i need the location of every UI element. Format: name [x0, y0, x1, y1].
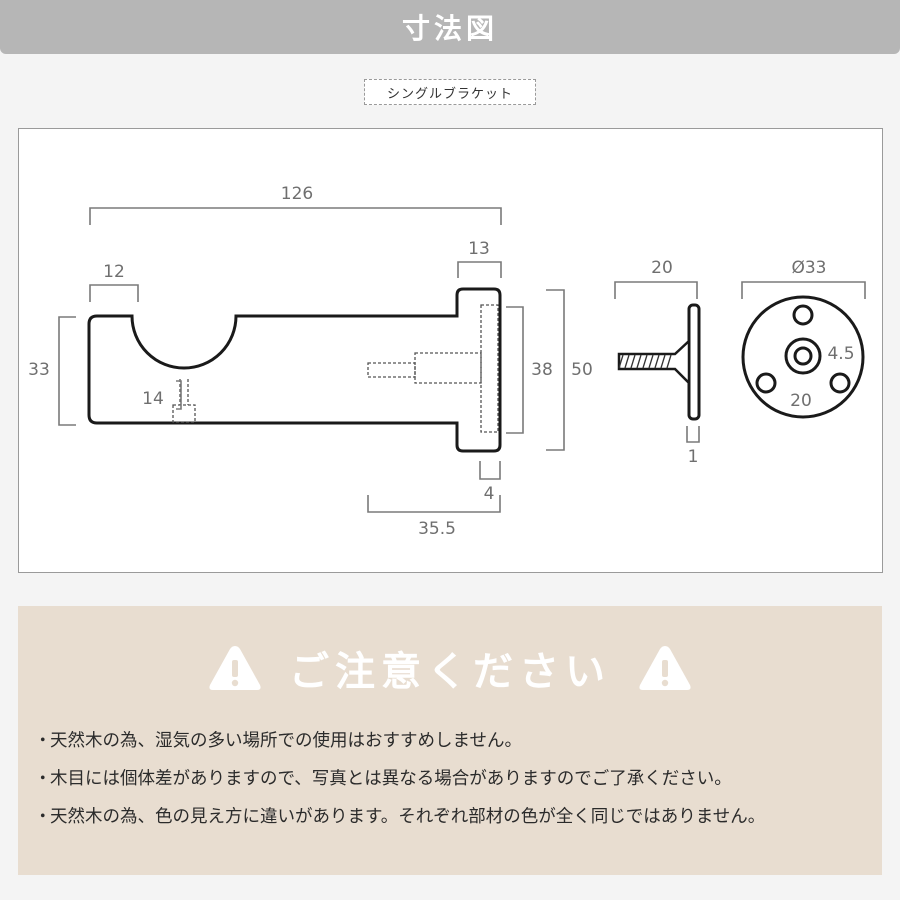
caution-note: ・木目には個体差がありますので、写真とは異なる場合がありますのでご了承ください。 [34, 766, 765, 804]
hidden-lines [172, 304, 499, 433]
side-screw-outline [617, 338, 691, 387]
dim-body-height: 33 [28, 360, 50, 380]
bracket-side-profile [617, 303, 701, 421]
dim-plate-diameter: Ø33 [791, 258, 826, 278]
center-boss-inner [793, 346, 813, 366]
bracket-outline [87, 287, 502, 453]
header-bar: 寸法図 [0, 0, 900, 54]
warning-triangle-icon [639, 646, 691, 690]
dim-line-side-depth [614, 281, 698, 299]
base-plate-front-view [741, 295, 865, 419]
dim-line-flange-inner [506, 306, 524, 434]
hidden-flange [480, 304, 499, 433]
caution-panel: ご注意ください ・天然木の為、湿気の多い場所での使用はおすすめしません。 ・木目… [18, 606, 882, 875]
bullet-icon: ・ [34, 769, 52, 789]
mount-hole-right [829, 372, 851, 394]
hidden-setscrew-head [172, 404, 196, 423]
dim-line-flange-thickness [457, 261, 502, 278]
dim-overall-length: 126 [281, 184, 313, 204]
dim-hole-diameter: 4.5 [827, 344, 854, 364]
page-title: 寸法図 [401, 12, 498, 45]
dim-line-plate-thickness [686, 426, 700, 443]
dim-screw-length: 35.5 [418, 519, 456, 539]
dim-side-depth: 20 [651, 258, 673, 278]
dim-cup-depth: 14 [142, 389, 164, 409]
dim-line-overall-length [89, 207, 502, 225]
hidden-screw [367, 362, 416, 378]
dim-flange-inner: 38 [531, 360, 553, 380]
product-label: シングルブラケット [364, 79, 536, 105]
dimension-diagram: 126 12 13 33 14 38 50 4 35.5 20 1 Ø33 4.… [28, 184, 866, 539]
mount-hole-top [792, 304, 814, 326]
bullet-icon: ・ [34, 731, 52, 751]
dim-cup-edge: 12 [103, 262, 125, 282]
bracket-side-view [87, 287, 502, 453]
dim-line-cup-edge [89, 284, 139, 302]
dim-line-screw-length [367, 495, 501, 513]
caution-note: ・天然木の為、湿気の多い場所での使用はおすすめしません。 [34, 728, 765, 766]
dim-hole-spacing: 20 [790, 391, 812, 411]
dim-flange-outer: 50 [571, 360, 593, 380]
dim-plate-offset: 4 [484, 484, 495, 504]
side-screw-thread [618, 354, 672, 369]
caution-title: ご注意ください [289, 649, 611, 695]
dim-line-plate-diameter [741, 281, 866, 299]
dim-line-body-height [58, 316, 76, 426]
dimension-diagram-panel: 126 12 13 33 14 38 50 4 35.5 20 1 Ø33 4.… [18, 128, 883, 573]
dim-plate-thickness: 1 [688, 447, 699, 467]
mount-hole-left [755, 372, 777, 394]
side-plate [687, 303, 701, 421]
caution-note-text: 木目には個体差がありますので、写真とは異なる場合がありますのでご了承ください。 [50, 769, 732, 789]
caution-note-text: 天然木の為、湿気の多い場所での使用はおすすめしません。 [50, 731, 522, 751]
caution-notes: ・天然木の為、湿気の多い場所での使用はおすすめしません。 ・木目には個体差があり… [34, 728, 765, 842]
dim-line-plate-offset [479, 461, 501, 480]
dim-flange-thickness: 13 [468, 239, 490, 259]
warning-triangle-icon [209, 646, 261, 690]
caution-heading: ご注意ください [18, 638, 882, 698]
dim-line-flange-outer [546, 289, 565, 451]
dim-line-cup-depth [176, 380, 182, 410]
caution-note: ・天然木の為、色の見え方に違いがあります。それぞれ部材の色が全く同じではありませ… [34, 804, 765, 842]
caution-note-text: 天然木の為、色の見え方に違いがあります。それぞれ部材の色が全く同じではありません… [50, 807, 766, 827]
bullet-icon: ・ [34, 807, 52, 827]
